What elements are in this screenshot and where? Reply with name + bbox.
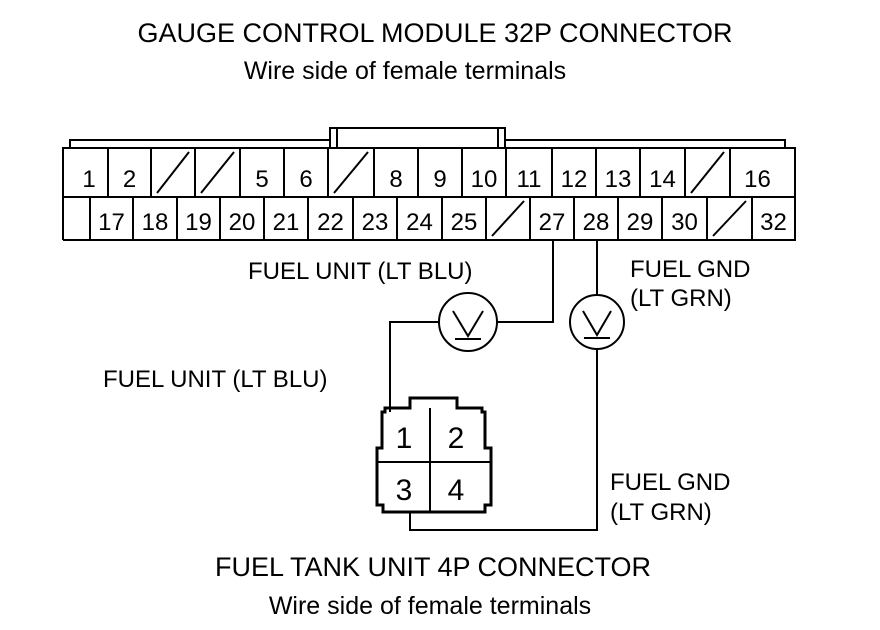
terminal-18: 18 (142, 209, 169, 236)
wire-fuel-unit (389, 321, 439, 412)
terminal-32: 32 (760, 209, 787, 236)
terminal-28: 28 (583, 209, 610, 236)
terminal-6: 6 (299, 166, 312, 193)
unused-terminal-slash (200, 151, 235, 194)
voltmeter-2 (569, 294, 625, 350)
terminal-10: 10 (471, 166, 498, 193)
terminal-23: 23 (362, 209, 389, 236)
unused-terminal-slash (690, 151, 725, 194)
terminal-11: 11 (517, 166, 542, 193)
label-fuel-gnd-top-line1: FUEL GND (630, 256, 750, 283)
fuel-connector-title: FUEL TANK UNIT 4P CONNECTOR (215, 552, 651, 582)
fuel-pin-4: 4 (448, 474, 465, 507)
label-fuel-unit-left: FUEL UNIT (LT BLU) (103, 366, 327, 393)
terminal-12: 12 (561, 166, 588, 193)
connector-4p-outline (375, 396, 493, 514)
terminal-17: 17 (98, 209, 125, 236)
terminal-8: 8 (389, 166, 402, 193)
gauge-connector-title: GAUGE CONTROL MODULE 32P CONNECTOR (137, 18, 732, 48)
label-fuel-unit-top: FUEL UNIT (LT BLU) (248, 258, 472, 285)
unused-terminal-slash (333, 151, 369, 194)
terminal-19: 19 (185, 209, 212, 236)
terminal-27: 27 (539, 209, 566, 236)
terminal-29: 29 (627, 209, 654, 236)
terminal-21: 21 (273, 209, 300, 236)
fuel-pin-2: 2 (448, 422, 465, 455)
terminal-1: 1 (82, 166, 95, 193)
connector-outline (63, 139, 796, 241)
wire-pin27 (497, 240, 554, 323)
terminal-30: 30 (671, 209, 698, 236)
fuel-tank-4p-connector (375, 396, 493, 514)
wire-fuel-gnd (409, 350, 598, 531)
fuel-pin-1: 1 (396, 422, 413, 455)
wires (389, 240, 598, 531)
voltmeter-icon (569, 294, 625, 350)
terminal-25: 25 (451, 209, 478, 236)
terminal-2: 2 (123, 166, 136, 193)
unused-terminal-slash (491, 200, 525, 237)
label-fuel-gnd-right-line1: FUEL GND (610, 469, 730, 496)
terminal-20: 20 (229, 209, 256, 236)
unused-terminal-slash (712, 200, 747, 237)
unused-terminal-slash (156, 151, 190, 194)
gauge-connector-subtitle: Wire side of female terminals (244, 57, 566, 85)
terminal-9: 9 (433, 166, 446, 193)
label-fuel-gnd-top-line2: (LT GRN) (630, 285, 732, 312)
fuel-connector-subtitle: Wire side of female terminals (269, 592, 591, 620)
voltmeter-icon (438, 292, 498, 352)
voltmeter-1 (438, 292, 498, 352)
terminal-24: 24 (406, 209, 433, 236)
terminal-16: 16 (744, 166, 771, 193)
gauge-32p-connector (62, 127, 796, 241)
terminal-14: 14 (649, 166, 676, 193)
fuel-pin-3: 3 (396, 474, 413, 507)
terminal-13: 13 (605, 166, 632, 193)
label-fuel-gnd-right-line2: (LT GRN) (610, 499, 712, 526)
terminal-5: 5 (255, 166, 268, 193)
terminal-22: 22 (317, 209, 344, 236)
connector-latch (329, 127, 506, 148)
